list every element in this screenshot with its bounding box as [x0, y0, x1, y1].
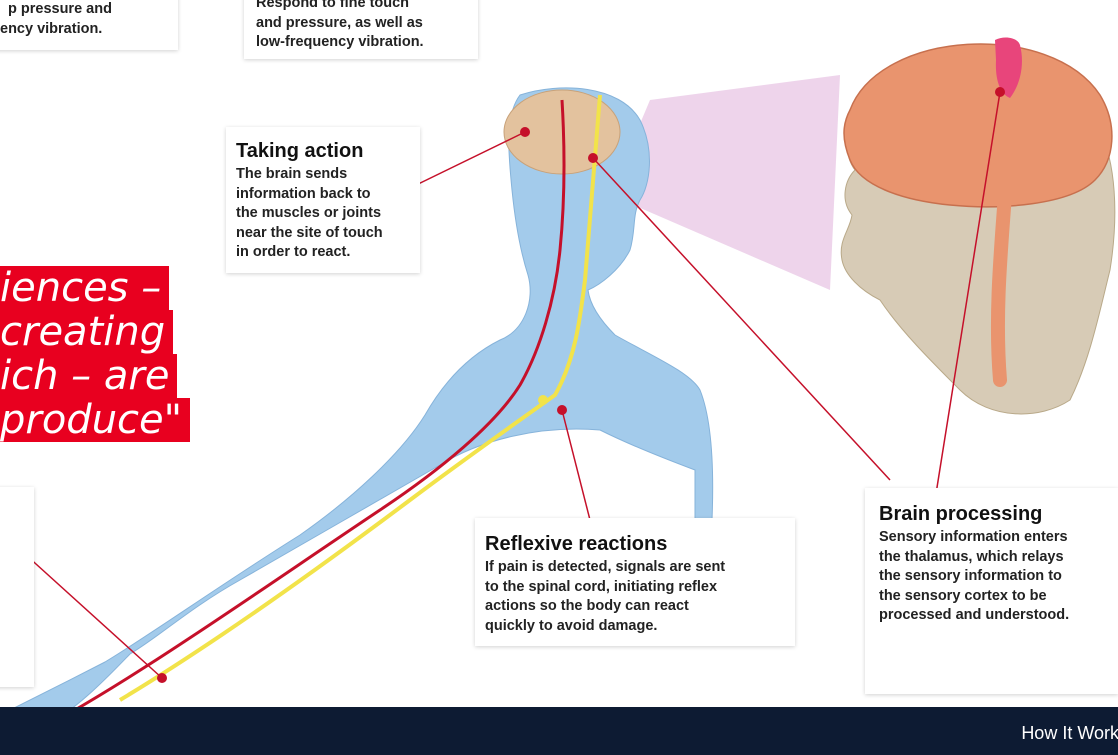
pull-quote-line: ich – are: [0, 354, 177, 398]
caption-line: ency vibration.: [0, 20, 178, 40]
callout-line: the thalamus, which relays: [879, 548, 1118, 568]
large-brain: [844, 44, 1112, 207]
callout-line: actions so the body can react: [485, 597, 785, 617]
callout-line: to the spinal cord, initiating reflex: [485, 578, 785, 598]
callout-line: If pain is detected, signals are sent: [485, 558, 785, 578]
caption-line: Respond to fine touch: [256, 0, 470, 14]
pull-quote-line: iences –: [0, 266, 169, 310]
caption-line: p pressure and: [0, 0, 178, 20]
pointer-line: [15, 545, 162, 678]
callout-line: the sensory cortex to be: [879, 587, 1118, 607]
top-center-caption: Respond to fine touch and pressure, as w…: [244, 0, 478, 59]
callout-title: Reflexive reactions: [485, 532, 785, 556]
callout-line: processed and understood.: [879, 606, 1118, 626]
callout-line: near the site of touch: [236, 224, 416, 244]
reflexive-reactions-callout: Reflexive reactions If pain is detected,…: [475, 518, 795, 646]
callout-line: in order to react.: [236, 243, 416, 263]
pull-quote-line: produce": [0, 398, 190, 442]
taking-action-callout: Taking action The brain sends informatio…: [226, 127, 420, 273]
footer-bar: How It Works: [0, 707, 1118, 755]
callout-title: Taking action: [236, 139, 416, 163]
footer-text: How It Works: [1021, 723, 1118, 744]
callout-line: information back to: [236, 185, 416, 205]
caption-line: low-frequency vibration.: [256, 33, 470, 53]
callout-line: the muscles or joints: [236, 204, 416, 224]
top-left-caption: p pressure and ency vibration.: [0, 0, 178, 50]
nerve-node: [520, 127, 530, 137]
caption-line: and pressure, as well as: [256, 14, 470, 34]
callout-title: Brain processing: [879, 502, 1118, 526]
left-caption-box: [0, 487, 34, 687]
callout-line: Sensory information enters: [879, 528, 1118, 548]
nerve-node: [557, 405, 567, 415]
nerve-node: [588, 153, 598, 163]
pointer-line: [410, 132, 525, 188]
spinal-cord: [998, 195, 1005, 380]
nerve-node: [995, 87, 1005, 97]
brain-processing-callout: Brain processing Sensory information ent…: [865, 488, 1118, 694]
nerve-node: [538, 395, 548, 405]
callout-line: the sensory information to: [879, 567, 1118, 587]
callout-line: The brain sends: [236, 165, 416, 185]
nerve-node: [157, 673, 167, 683]
callout-line: quickly to avoid damage.: [485, 617, 785, 637]
pull-quote-line: creating: [0, 310, 173, 354]
